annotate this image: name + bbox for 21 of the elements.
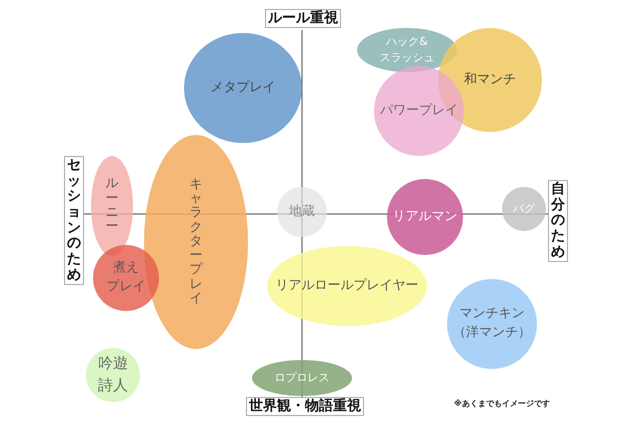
- bubble-label: ハック&スラッシュ: [380, 34, 434, 66]
- note-text: ※あくまでもイメージです: [454, 398, 550, 409]
- bubble-label: 煮えプレイ: [106, 259, 146, 296]
- bubble-label: リアルロールプレイヤー: [276, 276, 418, 295]
- bubble-label: ロプロレス: [274, 370, 330, 386]
- bubble-label: 吟遊詩人: [98, 353, 128, 396]
- axis-label: セッションのため: [64, 156, 84, 286]
- bubble-label: リアルマン: [392, 208, 458, 226]
- bubble-label: 地蔵: [289, 202, 315, 221]
- bubble: [277, 187, 327, 237]
- bubble: [86, 348, 140, 402]
- bubble-label: マンチキン（洋マンチ）: [453, 305, 531, 342]
- bubble-label: メタプレイ: [210, 78, 276, 97]
- axis-label: 自分のため: [548, 180, 568, 262]
- axis-label: 世界観・物語重視: [246, 397, 364, 416]
- bubble-label: 和マンチ: [464, 70, 516, 89]
- bubble-label: キャラクタープレイ: [190, 178, 202, 306]
- bubble-label: パワープレイ: [380, 102, 458, 120]
- axis-label: ルール重視: [265, 9, 341, 28]
- bubble: [502, 187, 546, 231]
- bubble-label: ルーニー: [106, 177, 118, 235]
